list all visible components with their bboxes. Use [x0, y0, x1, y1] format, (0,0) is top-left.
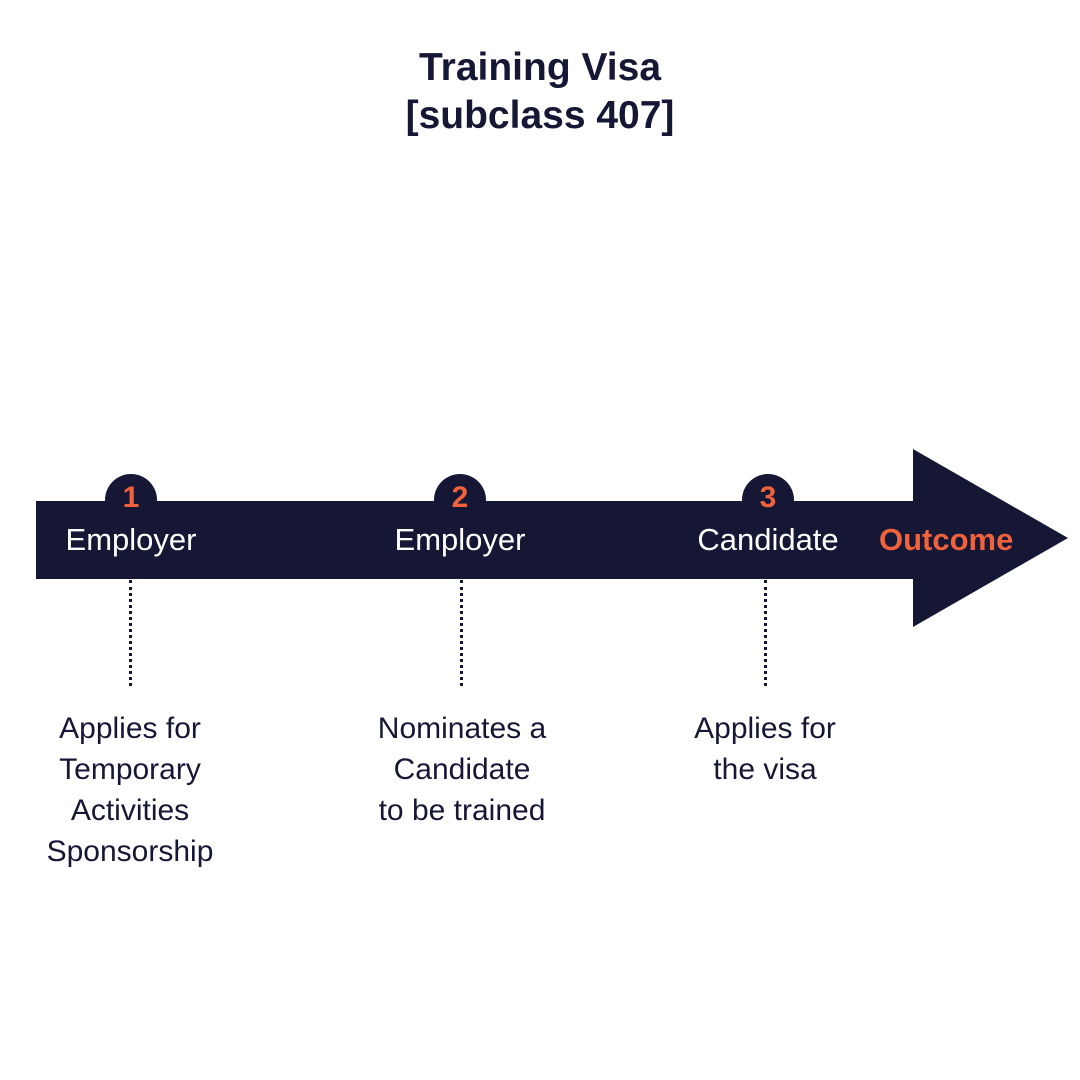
step-2-description: Nominates a Candidate to be trained [322, 708, 602, 831]
step-3-description-line: the visa [713, 753, 817, 786]
step-3-description-line: Applies for [694, 712, 836, 745]
step-2-description-line: Candidate [393, 753, 531, 786]
step-3-connector [764, 580, 767, 686]
step-1-description-line: Applies for [59, 712, 201, 745]
step-1-description-line: Activities [70, 794, 190, 827]
step-3-description: Applies for the visa [625, 708, 905, 790]
step-3-number: 3 [759, 481, 777, 514]
step-2-description-line: to be trained [378, 794, 546, 827]
step-3-marker [742, 474, 794, 526]
outcome-label: Outcome [879, 522, 1014, 557]
step-3-actor-label: Candidate [697, 522, 839, 557]
step-2-connector [460, 580, 463, 686]
step-2-marker [434, 474, 486, 526]
step-2-actor-label: Employer [394, 522, 526, 557]
title-line-1: Training Visa [418, 46, 662, 89]
step-1-marker [105, 474, 157, 526]
arrow-head [913, 449, 1068, 627]
step-1-actor-label: Employer [65, 522, 197, 557]
step-1-description: Applies for Temporary Activities Sponsor… [0, 708, 270, 872]
step-1-connector [129, 580, 132, 686]
step-1-number: 1 [122, 481, 140, 514]
step-2-description-line: Nominates a [377, 712, 547, 745]
step-2-number: 2 [451, 481, 469, 514]
step-1-description-line: Temporary [59, 753, 201, 786]
title-line-2: [subclass 407] [405, 94, 675, 137]
step-1-description-line: Sponsorship [46, 835, 214, 868]
